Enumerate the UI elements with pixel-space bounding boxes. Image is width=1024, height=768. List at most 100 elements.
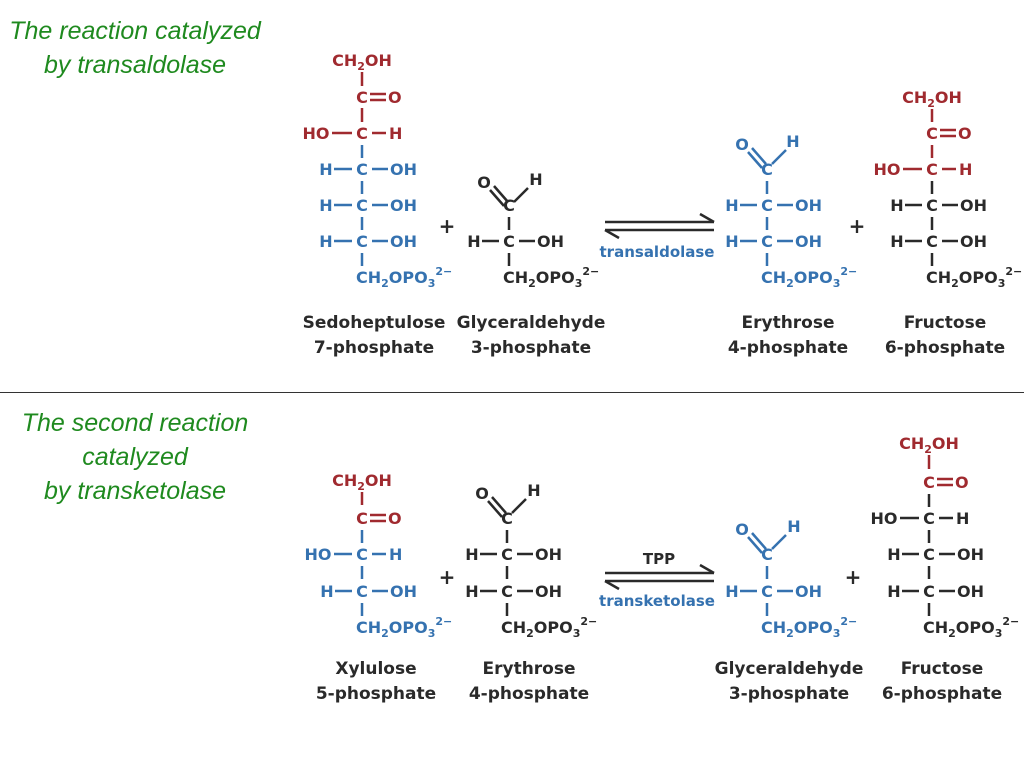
bond <box>771 149 787 165</box>
glyceraldehyde-3-phosphate-structure: O H C H C OH CH2OPO32− <box>467 170 599 290</box>
hydrogen-atom: H <box>725 196 738 215</box>
carbon-atom: C <box>923 545 935 564</box>
hydrogen-atom: H <box>786 132 799 151</box>
hydroxyl-group: OH <box>960 196 987 215</box>
carbon-atom: C <box>761 160 773 179</box>
equilibrium-arrows <box>604 563 715 591</box>
ch2opo3-group: CH2OPO32− <box>501 615 597 640</box>
hydroxyl-group: OH <box>795 582 822 601</box>
ch2oh-group: CH2OH <box>332 51 392 73</box>
carbon-atom: C <box>761 232 773 251</box>
reaction1-scheme: CH2OH C O HO C H H C OH H C OH H <box>303 51 1023 358</box>
carbon-atom: C <box>926 232 938 251</box>
hydrogen-atom: H <box>959 160 972 179</box>
ch2opo3-group: CH2OPO32− <box>761 265 857 290</box>
xylulose-5-phosphate-structure: CH2OH C O HO C H H C OH CH2OPO32− <box>305 471 453 640</box>
hydrogen-atom: H <box>890 232 903 251</box>
double-bond <box>491 496 507 514</box>
carbon-atom: C <box>356 232 368 251</box>
compound-name: Glyceraldehyde <box>715 659 864 679</box>
oxygen-atom: O <box>958 124 972 143</box>
double-bond <box>747 536 763 554</box>
hydroxyl-group: OH <box>390 160 417 179</box>
compound-name: Fructose <box>901 659 984 679</box>
double-bond <box>747 151 763 169</box>
double-bond <box>493 185 509 203</box>
carbon-atom: C <box>926 196 938 215</box>
hydrogen-atom: H <box>465 582 478 601</box>
erythrose-4-phosphate-structure: O H C H C OH H C OH CH2OPO32− <box>725 132 857 290</box>
carbon-atom: C <box>503 196 515 215</box>
ho-group: HO <box>305 545 332 564</box>
carbon-atom: C <box>356 196 368 215</box>
reaction1-title-line1: The reaction catalyzed <box>9 17 261 45</box>
carbon-atom: C <box>503 232 515 251</box>
double-bond <box>751 532 767 550</box>
carbon-atom: C <box>926 160 938 179</box>
hydroxyl-group: OH <box>957 545 984 564</box>
ch2opo3-group: CH2OPO32− <box>356 265 452 290</box>
carbon-atom: C <box>501 509 513 528</box>
compound-name: 5-phosphate <box>316 684 436 704</box>
reaction2-scheme: CH2OH C O HO C H H C OH CH2OPO32− + O <box>305 434 1020 704</box>
compound-name: 7-phosphate <box>314 338 434 358</box>
hydrogen-atom: H <box>887 582 900 601</box>
ch2opo3-group: CH2OPO32− <box>356 615 452 640</box>
carbon-atom: C <box>926 124 938 143</box>
oxygen-atom: O <box>475 484 489 503</box>
plus-sign: + <box>849 214 866 238</box>
hydrogen-atom: H <box>467 232 480 251</box>
compound-name: 4-phosphate <box>728 338 848 358</box>
ch2opo3-group: CH2OPO32− <box>761 615 857 640</box>
hydrogen-atom: H <box>389 124 402 143</box>
sedoheptulose-7-phosphate-structure: CH2OH C O HO C H H C OH H C OH H <box>303 51 453 290</box>
double-bond <box>751 147 767 165</box>
hydrogen-atom: H <box>465 545 478 564</box>
erythrose-4-phosphate-structure: O H C H C OH H C OH CH2OPO32− <box>465 481 597 640</box>
hydrogen-atom: H <box>890 196 903 215</box>
equilibrium-arrows <box>604 212 715 240</box>
reaction1-title-line2: by transaldolase <box>43 51 227 79</box>
glyceraldehyde-3-phosphate-structure: O H C H C OH CH2OPO32− <box>725 517 857 640</box>
hydrogen-atom: H <box>319 232 332 251</box>
reaction2-title-line3: by transketolase <box>43 477 227 505</box>
compound-name: 3-phosphate <box>471 338 591 358</box>
carbon-atom: C <box>356 545 368 564</box>
ch2opo3-group: CH2OPO32− <box>503 265 599 290</box>
plus-sign: + <box>845 565 862 589</box>
compound-name: 3-phosphate <box>729 684 849 704</box>
hydrogen-atom: H <box>529 170 542 189</box>
hydroxyl-group: OH <box>390 232 417 251</box>
compound-name: Xylulose <box>335 659 416 679</box>
bond <box>511 498 527 514</box>
compound-name: Sedoheptulose <box>303 313 446 333</box>
reaction2-title-line2: catalyzed <box>82 443 188 471</box>
plus-sign: + <box>439 565 456 589</box>
ch2opo3-group: CH2OPO32− <box>923 615 1019 640</box>
hydrogen-atom: H <box>787 517 800 536</box>
oxygen-atom: O <box>388 509 402 528</box>
oxygen-atom: O <box>477 173 491 192</box>
carbon-atom: C <box>501 545 513 564</box>
ch2opo3-group: CH2OPO32− <box>926 265 1022 290</box>
hydrogen-atom: H <box>725 582 738 601</box>
hydroxyl-group: OH <box>535 582 562 601</box>
ho-group: HO <box>874 160 901 179</box>
hydroxyl-group: OH <box>795 196 822 215</box>
reaction2-title-line1: The second reaction <box>21 409 249 437</box>
oxygen-atom: O <box>735 135 749 154</box>
carbon-atom: C <box>761 545 773 564</box>
ch2oh-group: CH2OH <box>902 88 962 110</box>
carbon-atom: C <box>761 582 773 601</box>
enzyme-label: transaldolase <box>600 243 715 261</box>
plus-sign: + <box>439 214 456 238</box>
cofactor-label: TPP <box>643 550 675 568</box>
hydroxyl-group: OH <box>537 232 564 251</box>
reaction1-title: The reaction catalyzed by transaldolase <box>0 14 270 82</box>
compound-name: Glyceraldehyde <box>457 313 606 333</box>
fructose-6-phosphate-structure: CH2OH C O HO C H H C OH H C OH CH2OPO <box>874 88 1023 290</box>
carbon-atom: C <box>356 509 368 528</box>
hydroxyl-group: OH <box>960 232 987 251</box>
hydrogen-atom: H <box>389 545 402 564</box>
